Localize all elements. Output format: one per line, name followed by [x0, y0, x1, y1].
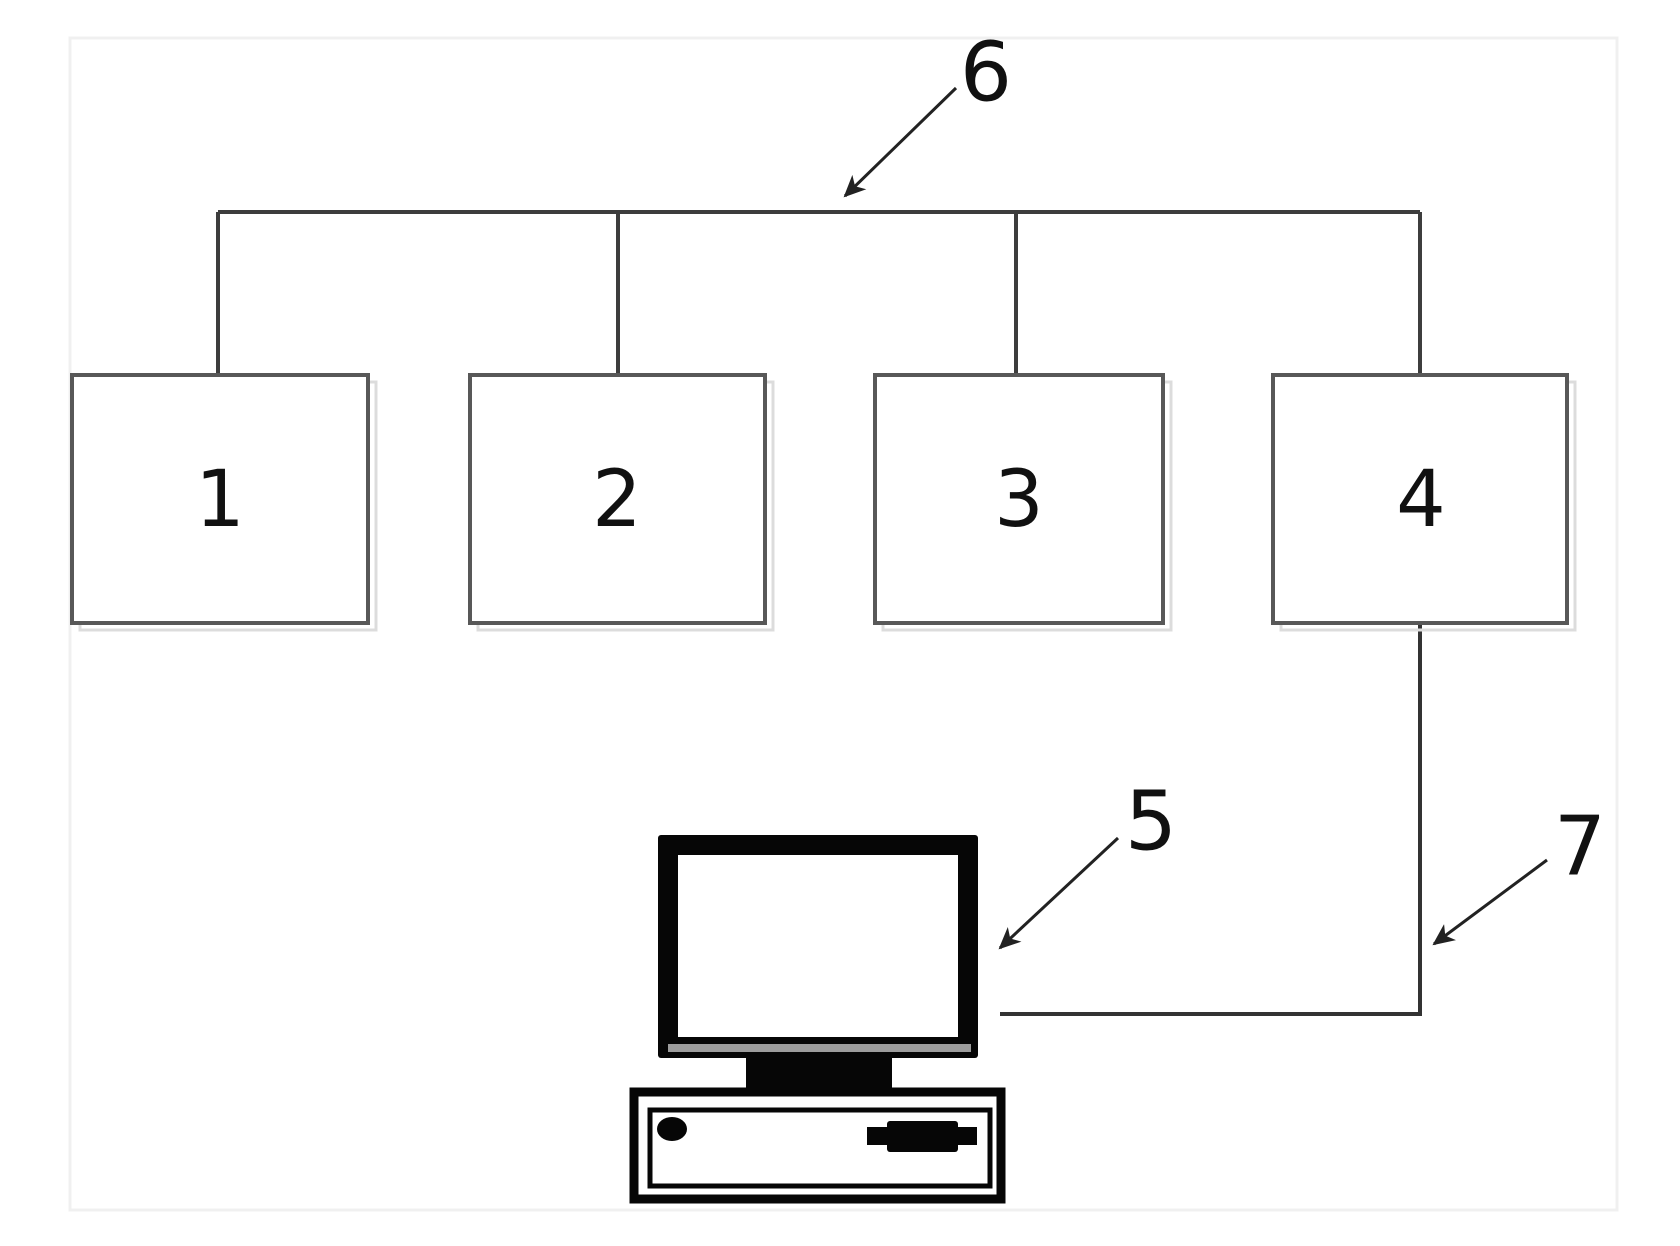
computer-callout-label: 5 — [1125, 775, 1177, 870]
box-1-label: 1 — [195, 455, 245, 545]
arrow-icon-computer — [998, 836, 1120, 950]
monitor-strip — [668, 1044, 971, 1052]
device-box-1: 1 — [70, 373, 378, 632]
arrow-icon-cable — [1432, 858, 1548, 946]
bus-callout-label: 6 — [960, 26, 1012, 121]
monitor-screen — [678, 855, 958, 1037]
power-button-icon — [657, 1117, 687, 1141]
box-2-label: 2 — [592, 455, 642, 545]
callout-bus: 6 — [843, 26, 1012, 198]
box-4-rect — [1271, 373, 1569, 625]
disk-drive-icon — [867, 1121, 977, 1152]
computer-icon — [629, 835, 1006, 1204]
callout-computer: 5 — [998, 775, 1177, 950]
cable-callout-label: 7 — [1554, 800, 1606, 895]
box-2-rect — [468, 373, 767, 625]
disk-drive-block — [887, 1121, 958, 1152]
box-3-rect — [873, 373, 1165, 625]
box-3-label: 3 — [994, 455, 1044, 545]
callout-cable: 7 — [1432, 800, 1606, 946]
device-box-4: 4 — [1271, 373, 1577, 632]
cable-line — [1000, 623, 1422, 1016]
box-4-label: 4 — [1396, 455, 1446, 545]
device-box-3: 3 — [873, 373, 1173, 632]
device-box-2: 2 — [468, 373, 775, 632]
arrow-icon-bus — [843, 86, 958, 198]
monitor-stand — [746, 1058, 892, 1089]
box-1-rect — [70, 373, 370, 625]
